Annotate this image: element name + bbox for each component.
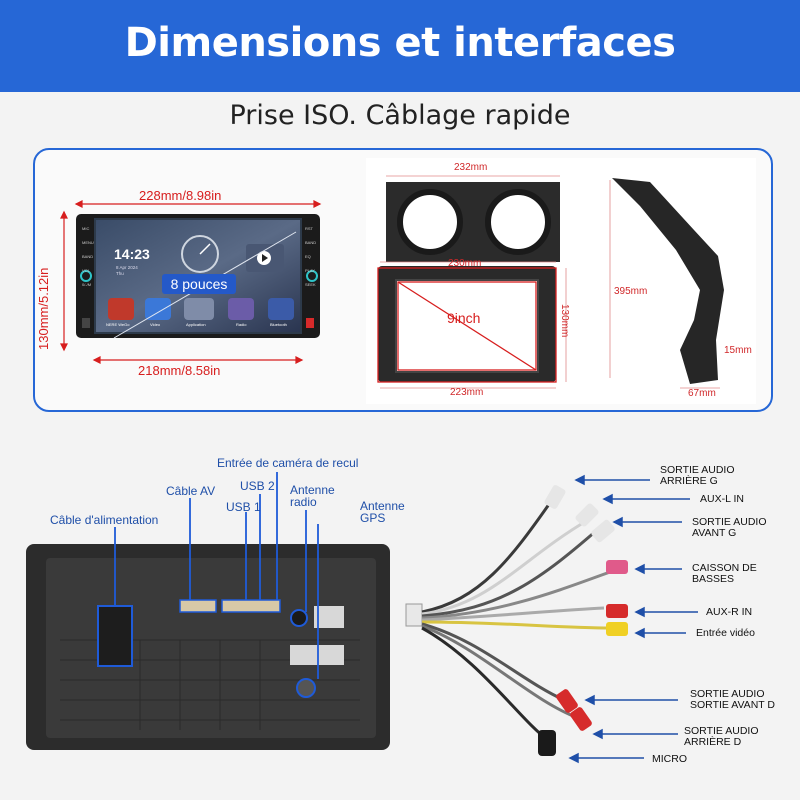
antenna-gps-label: Antenne GPS — [360, 499, 405, 525]
frame-screen-size: 9inch — [447, 310, 481, 326]
radio-left-buttons: MIC MENU BAND VOL 0/-/M — [82, 222, 94, 292]
harness-label: Entrée vidéo — [696, 627, 755, 639]
harness-label: SORTIE AUDIO ARRIÈRE G — [660, 464, 735, 487]
right-button: EQ — [305, 254, 311, 259]
page-title: Dimensions et interfaces — [124, 20, 676, 66]
radio-day: Thu — [116, 271, 124, 276]
app-label: Video — [150, 322, 161, 327]
backup-camera-label: Entrée de caméra de recul — [217, 456, 359, 470]
harness-label: SORTIE AUDIO SORTIE AVANT D — [690, 688, 775, 711]
harness-label: AUX-R IN — [706, 606, 753, 618]
av-cable-label: Câble AV — [166, 484, 216, 498]
harness-label: CAISSON DE BASSES — [692, 562, 757, 585]
subtitle: Prise ISO. Câblage rapide — [229, 100, 571, 131]
right-button: SEEK — [305, 282, 316, 287]
harness-label: MICRO — [652, 753, 687, 765]
side-depth: 15mm — [724, 345, 752, 356]
app-label: Bluetooth — [270, 322, 287, 327]
antenna-radio-label: Antenne radio — [290, 483, 335, 509]
app-label: Application — [186, 322, 206, 327]
power-cable-label: Câble d'alimentation — [50, 513, 159, 527]
left-button: MENU — [82, 240, 94, 245]
left-button: BAND — [82, 254, 94, 259]
side-height: 395mm — [614, 286, 648, 297]
screen-size-label: 8 pouces — [162, 274, 236, 294]
left-button: 0/-/M — [82, 282, 92, 287]
app-label: Radio — [236, 322, 247, 327]
app-label: NERE WeGo — [106, 322, 130, 327]
right-button: RST — [305, 226, 313, 231]
radio-width-bottom: 218mm/8.58in — [138, 363, 221, 378]
side-width: 67mm — [688, 388, 716, 399]
title-banner: Dimensions et interfaces — [0, 0, 800, 92]
radio-right-buttons: RST BAND EQ PLAY SEEK — [305, 222, 316, 292]
frame-bottom-width: 223mm — [450, 387, 484, 398]
radio-date: 8 Apr 2024 — [116, 265, 138, 270]
harness-label: SORTIE AUDIO ARRIÈRE D — [684, 725, 759, 748]
frame-width-top: 232mm — [454, 162, 488, 173]
left-button: VOL — [82, 268, 91, 273]
usb1-label: USB 1 — [226, 500, 261, 514]
radio-width-top: 228mm/8.98in — [139, 188, 222, 203]
left-button: MIC — [82, 226, 90, 231]
radio-clock: 14:23 — [114, 246, 150, 262]
harness-label: SORTIE AUDIO AVANT G — [692, 516, 767, 539]
frame-inner-width: 230mm — [448, 258, 482, 269]
harness-label: AUX-L IN — [700, 493, 744, 505]
right-button: PLAY — [305, 268, 315, 273]
usb2-label: USB 2 — [240, 479, 275, 493]
right-button: BAND — [305, 240, 317, 245]
